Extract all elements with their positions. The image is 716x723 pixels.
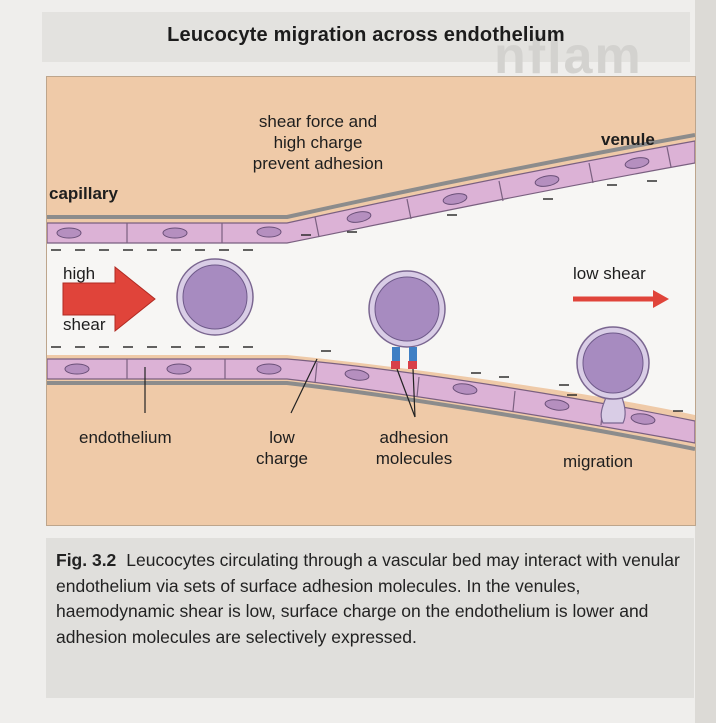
low-shear-label: low shear xyxy=(573,264,646,283)
upper-nuclei xyxy=(56,157,650,239)
upper-basement-membrane xyxy=(47,133,695,219)
high-shear-arrow xyxy=(62,265,156,333)
upper-charge-marks xyxy=(51,180,657,251)
figure-title: Leucocyte migration across endothelium xyxy=(167,24,565,46)
adhesion-molecule-pair xyxy=(391,347,417,369)
shear-force-line-1: shear force and xyxy=(258,112,378,131)
shear-force-label: shear force and high charge prevent adhe… xyxy=(233,111,403,174)
migration-label: migration xyxy=(563,452,633,471)
lower-nuclei xyxy=(64,363,656,425)
venule-label: venule xyxy=(601,130,655,149)
figure-number: Fig. 3.2 xyxy=(56,550,117,570)
upper-endothelium xyxy=(47,140,695,244)
low-shear-arrow xyxy=(573,290,669,308)
migrating-leucocyte xyxy=(576,326,650,424)
low-charge-label: low charge xyxy=(247,427,317,469)
label-pointers xyxy=(144,358,416,418)
adhesion-line-1: adhesion xyxy=(379,428,449,447)
lower-basement-membrane xyxy=(47,381,695,451)
low-charge-line-1: low xyxy=(269,428,295,447)
ghost-heading: nflam xyxy=(494,27,643,85)
low-charge-line-2: charge xyxy=(256,449,308,468)
adhesion-line-2: molecules xyxy=(375,449,453,468)
diagram-panel: shear force and high charge prevent adhe… xyxy=(46,76,696,526)
adhesion-molecules-label: adhesion molecules xyxy=(359,427,469,469)
endothelium-label: endothelium xyxy=(79,428,172,447)
adherent-leucocyte xyxy=(368,270,446,348)
caption-body: Leucocytes circulating through a vascula… xyxy=(56,550,680,647)
shear-force-line-2: high charge xyxy=(273,133,363,152)
shear-label: shear xyxy=(63,315,106,334)
high-label: high xyxy=(63,264,96,283)
circulating-leucocyte xyxy=(176,258,254,336)
lower-endothelium xyxy=(47,358,695,444)
page-edge xyxy=(695,0,716,723)
vessel-lumen xyxy=(47,143,695,415)
shear-force-line-3: prevent adhesion xyxy=(252,154,384,173)
upper-cell-junctions xyxy=(126,146,672,243)
title-band: nflam Leucocyte migration across endothe… xyxy=(42,12,690,85)
lower-charge-marks xyxy=(51,346,683,412)
vessel-diagram xyxy=(47,133,695,451)
capillary-label: capillary xyxy=(49,184,118,203)
